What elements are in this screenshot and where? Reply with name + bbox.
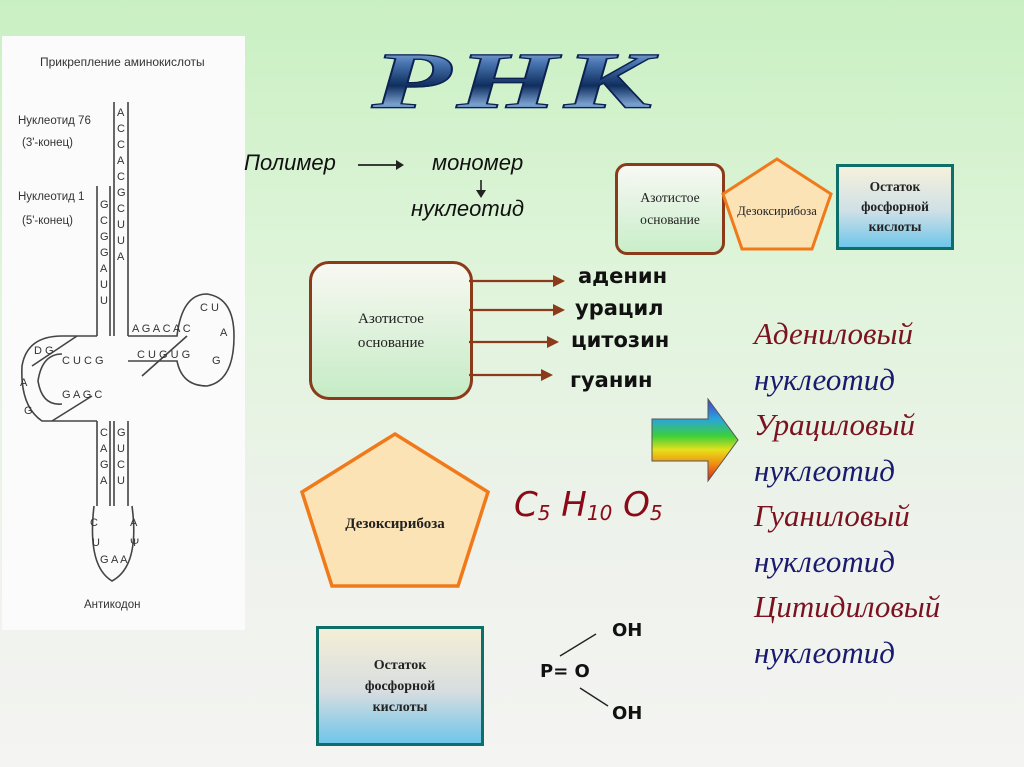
svg-text:U: U xyxy=(92,537,100,549)
nucleotide-label: нуклеотид xyxy=(411,196,525,221)
svg-text:G: G xyxy=(212,355,221,367)
svg-text:G: G xyxy=(24,405,33,417)
svg-text:U: U xyxy=(117,443,125,455)
base-uracil: урацил xyxy=(575,296,664,320)
svg-text:C: C xyxy=(100,427,108,439)
formula-h-n: 10 xyxy=(586,501,613,525)
trna-letters: ACC ACG CUU A GCG GAU U A G A C A C C U … xyxy=(20,107,228,566)
svg-text:A G A C A C: A G A C A C xyxy=(132,323,191,335)
polymer-arrow xyxy=(358,160,404,170)
svg-text:G A G C: G A G C xyxy=(62,389,102,401)
svg-text:C: C xyxy=(117,139,125,151)
top-base-label: Азотистое основание xyxy=(640,190,700,227)
trna-nucleotide76-label: Нуклеотид 76 xyxy=(18,115,91,127)
svg-text:C: C xyxy=(117,203,125,215)
svg-text:G: G xyxy=(100,231,109,243)
svg-text:U: U xyxy=(117,475,125,487)
svg-text:A: A xyxy=(100,475,108,487)
svg-text:U: U xyxy=(117,235,125,247)
svg-text:G: G xyxy=(100,459,109,471)
svg-text:C U C G: C U C G xyxy=(62,355,104,367)
trna-structure xyxy=(21,102,235,582)
monomer-label: мономер xyxy=(432,150,524,175)
top-sugar-pentagon: Дезоксирибоза xyxy=(720,156,834,252)
svg-text:A: A xyxy=(220,327,228,339)
formula-o: O xyxy=(623,485,650,525)
nucleotide-uracil-name: Урациловый xyxy=(754,407,915,442)
svg-text:A: A xyxy=(100,263,108,275)
monomer-down-arrow xyxy=(476,180,486,198)
nucleotide-list: Адениловый нуклеотид Урациловый нуклеоти… xyxy=(754,311,940,675)
svg-text:C U G U G: C U G U G xyxy=(137,349,190,361)
svg-text:C U: C U xyxy=(200,302,219,314)
nucleotide-guanyl-name: Гуаниловый xyxy=(754,498,910,533)
svg-text:G: G xyxy=(100,199,109,211)
sugar-label: Дезоксирибоза xyxy=(345,516,445,532)
phosphate-bonds xyxy=(559,633,609,707)
phosphate-box: Остаток фосфорной кислоты xyxy=(316,626,484,746)
formula-o-n: 5 xyxy=(649,501,663,525)
svg-text:C: C xyxy=(100,215,108,227)
svg-text:C: C xyxy=(117,459,125,471)
base-box-label: Азотистое основание xyxy=(357,310,425,351)
nucleotide-cytidyl-word: нуклеотид xyxy=(754,634,895,670)
svg-text:U: U xyxy=(117,219,125,231)
svg-text:A: A xyxy=(100,443,108,455)
nucleotide-guanyl-word: нуклеотид xyxy=(754,543,895,579)
nucleotide-adenyl-name: Адениловый xyxy=(754,316,913,351)
formula-c-n: 5 xyxy=(537,501,551,525)
svg-text:U: U xyxy=(100,295,108,307)
top-phosphate-label: Остаток фосфорной кислоты xyxy=(861,179,929,234)
trna-3end-label: (3'-конец) xyxy=(22,137,73,149)
phosphate-oh-bottom: OH xyxy=(612,703,643,724)
svg-text:A: A xyxy=(130,517,138,529)
svg-text:A: A xyxy=(117,251,125,263)
nucleotide-uracil-word: нуклеотид xyxy=(754,452,895,488)
base-adenine: аденин xyxy=(578,264,668,288)
trna-nucleotide1-label: Нуклеотид 1 xyxy=(18,191,84,203)
formula-h: H xyxy=(561,485,587,525)
nucleotide-cytidyl-name: Цитидиловый xyxy=(754,589,941,624)
svg-text:C: C xyxy=(90,517,98,529)
sugar-pentagon: Дезоксирибоза xyxy=(298,430,492,590)
top-phosphate-box: Остаток фосфорной кислоты xyxy=(836,164,954,250)
trna-caption-top: Прикрепление аминокислоты xyxy=(40,55,205,69)
svg-text:Ψ: Ψ xyxy=(130,537,139,549)
svg-text:C: C xyxy=(117,171,125,183)
phosphate-label: Остаток фосфорной кислоты xyxy=(364,657,436,715)
phosphate-oh-top: OH xyxy=(612,620,643,641)
formula-c: C xyxy=(514,485,538,525)
base-box: Азотистое основание xyxy=(309,261,473,400)
svg-text:C: C xyxy=(117,123,125,135)
svg-text:A: A xyxy=(20,377,28,389)
top-base-box: Азотистое основание xyxy=(615,163,725,255)
svg-text:U: U xyxy=(100,279,108,291)
trna-anticodon-label: Антикодон xyxy=(84,599,140,611)
sugar-formula: C5 H10 O5 xyxy=(514,485,663,525)
svg-text:A: A xyxy=(117,107,125,119)
phosphate-p: P= O xyxy=(540,661,590,682)
page-title: РНК xyxy=(250,35,780,128)
svg-text:G: G xyxy=(117,187,126,199)
base-guanine: гуанин xyxy=(570,368,653,392)
svg-text:A: A xyxy=(117,155,125,167)
rainbow-arrow xyxy=(651,397,739,483)
nucleotide-adenyl-word: нуклеотид xyxy=(754,361,895,397)
svg-text:D G: D G xyxy=(34,345,54,357)
svg-text:G A A: G A A xyxy=(100,554,128,566)
trna-5end-label: (5'-конец) xyxy=(22,215,73,227)
trna-diagram: Прикрепление аминокислоты Нуклеотид 76 (… xyxy=(2,36,245,630)
svg-text:G: G xyxy=(117,427,126,439)
polymer-label: Полимер xyxy=(244,150,336,175)
base-arrows xyxy=(469,275,565,381)
top-sugar-label: Дезоксирибоза xyxy=(737,204,817,218)
svg-text:G: G xyxy=(100,247,109,259)
base-cytosine: цитозин xyxy=(571,328,670,352)
